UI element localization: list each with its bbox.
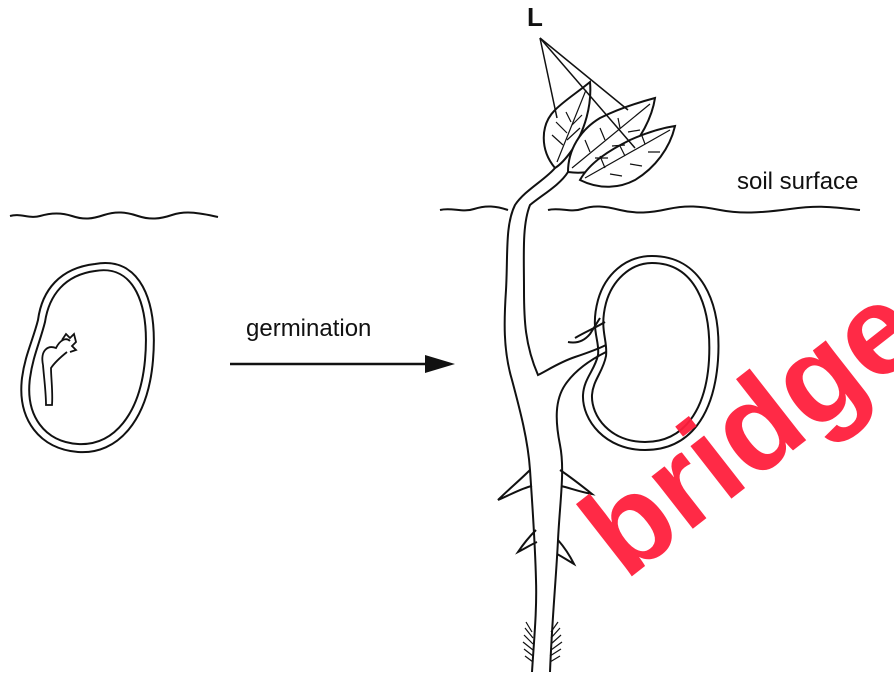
left-soil-line [10,212,218,218]
leaf-label: L [527,2,543,33]
germination-arrow [230,355,455,373]
seed-embryo [42,334,76,405]
soil-surface-label: soil surface [737,168,858,196]
right-soil-line [440,206,860,212]
leaves [544,82,675,187]
root-hairs [523,622,562,662]
seedling-stem-root [505,168,606,672]
ungerminated-seed [21,263,153,452]
germination-label: germination [246,315,371,343]
